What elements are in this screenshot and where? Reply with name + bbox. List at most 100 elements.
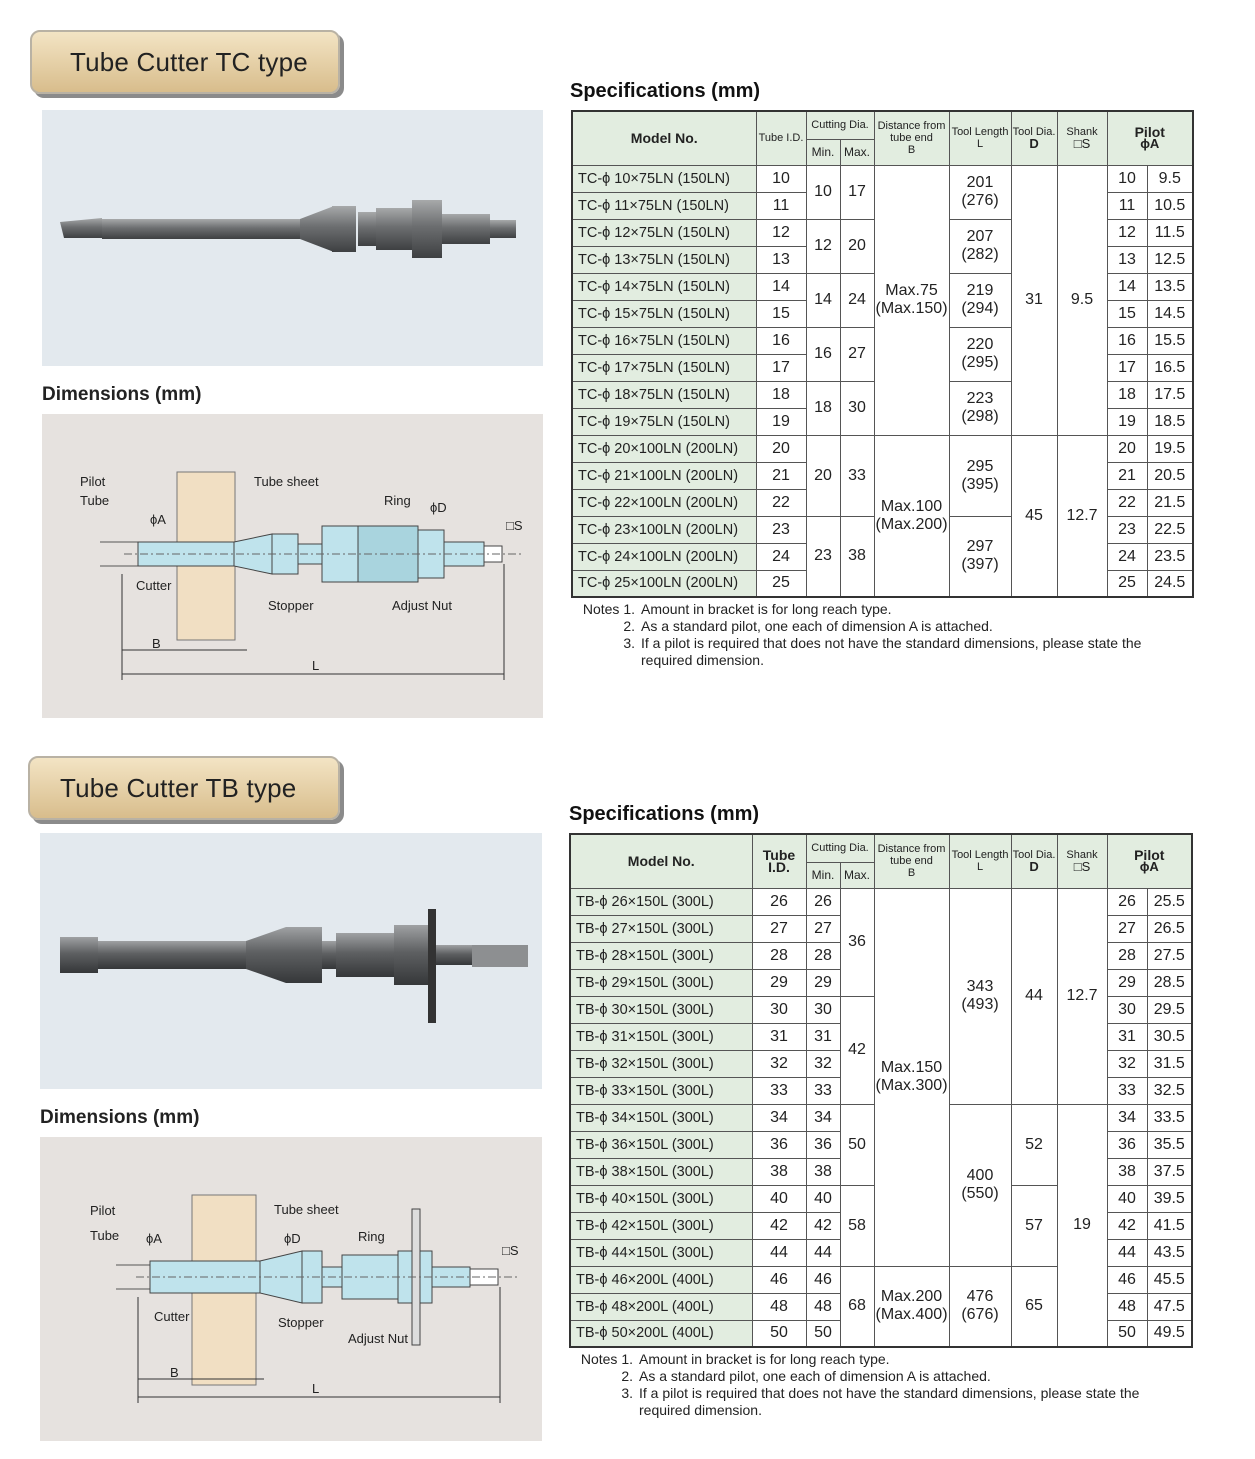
tb-header-min: Min. bbox=[805, 861, 841, 889]
cutting-min-cell: 44 bbox=[805, 1238, 841, 1267]
tube-id-cell: 29 bbox=[751, 968, 807, 997]
pilot-dia-cell: 20.5 bbox=[1146, 461, 1194, 490]
tc-notes: Notes 1.Amount in bracket is for long re… bbox=[571, 601, 1211, 669]
tube-id-cell: 12 bbox=[755, 218, 807, 247]
tube-id-cell: 48 bbox=[751, 1292, 807, 1321]
cutting-min-cell: 26 bbox=[805, 887, 841, 916]
tool-length-cell: 297(397) bbox=[948, 515, 1012, 598]
pilot-size-cell: 13 bbox=[1106, 245, 1148, 274]
cutting-min-cell: 38 bbox=[805, 1157, 841, 1186]
pilot-size-cell: 42 bbox=[1106, 1211, 1148, 1240]
tube-id-cell: 17 bbox=[755, 353, 807, 382]
tool-length-value: 223 bbox=[966, 390, 994, 407]
tube-id-cell: 42 bbox=[751, 1211, 807, 1240]
distance-cell: Max.75(Max.150) bbox=[873, 164, 950, 436]
tb-header-pilot-sym: ϕA bbox=[1139, 859, 1159, 875]
tool-length-cell: 295(395) bbox=[948, 434, 1012, 517]
note-row: 3.If a pilot is required that does not h… bbox=[571, 635, 1211, 652]
pilot-dia-cell: 41.5 bbox=[1146, 1211, 1193, 1240]
tb-header-max: Max. bbox=[839, 861, 875, 889]
pilot-dia-cell: 31.5 bbox=[1146, 1049, 1193, 1078]
model-cell: TB-ϕ 38×150L (300L) bbox=[569, 1157, 753, 1186]
tb-title-badge: Tube Cutter TB type bbox=[28, 756, 340, 820]
tb-label-l: L bbox=[312, 1381, 320, 1396]
pilot-size-cell: 28 bbox=[1106, 941, 1148, 970]
pilot-size-cell: 38 bbox=[1106, 1157, 1148, 1186]
pilot-dia-cell: 33.5 bbox=[1146, 1103, 1193, 1132]
cutting-max-cell: 30 bbox=[839, 380, 875, 436]
note-row: Notes 1.Amount in bracket is for long re… bbox=[571, 601, 1211, 618]
tb-header-tube-id: Tube I.D. bbox=[751, 833, 807, 889]
pilot-size-cell: 10 bbox=[1106, 164, 1148, 193]
tool-length-cell: 201(276) bbox=[948, 164, 1012, 220]
tc-label-b: B bbox=[152, 636, 161, 651]
pilot-size-cell: 29 bbox=[1106, 968, 1148, 997]
tool-length-long-reach: (395) bbox=[961, 475, 999, 493]
tb-dimensions-heading: Dimensions (mm) bbox=[40, 1107, 200, 1128]
tool-length-cell: 223(298) bbox=[948, 380, 1012, 436]
tool-length-value: 476 bbox=[966, 1288, 994, 1306]
tc-header-distance-2: tube end bbox=[890, 132, 933, 145]
cutting-min-cell: 29 bbox=[805, 968, 841, 997]
model-cell: TB-ϕ 40×150L (300L) bbox=[569, 1184, 753, 1213]
tc-label-l: L bbox=[312, 658, 320, 673]
tool-length-long-reach: (276) bbox=[961, 192, 999, 209]
tc-header-distance: Distance from tube end B bbox=[873, 110, 950, 166]
tube-id-cell: 44 bbox=[751, 1238, 807, 1267]
model-cell: TB-ϕ 48×200L (400L) bbox=[569, 1292, 753, 1321]
note-text: If a pilot is required that does not hav… bbox=[639, 1385, 1140, 1401]
model-cell: TB-ϕ 33×150L (300L) bbox=[569, 1076, 753, 1105]
tube-id-cell: 14 bbox=[755, 272, 807, 301]
note-row: 2.As a standard pilot, one each of dimen… bbox=[571, 618, 1211, 635]
note-row: required dimension. bbox=[569, 1402, 1209, 1419]
tool-length-value: 295 bbox=[966, 457, 994, 475]
note-number: 3. bbox=[623, 635, 635, 651]
note-row: 2.As a standard pilot, one each of dimen… bbox=[569, 1368, 1209, 1385]
tb-label-b: B bbox=[170, 1365, 179, 1380]
tool-length-cell: 219(294) bbox=[948, 272, 1012, 328]
cutting-min-cell: 18 bbox=[805, 380, 841, 436]
cutting-max-cell: 38 bbox=[839, 515, 875, 598]
pilot-dia-cell: 32.5 bbox=[1146, 1076, 1193, 1105]
tc-header-tube-id: Tube I.D. bbox=[755, 110, 807, 166]
distance-cell: Max.150(Max.300) bbox=[873, 887, 950, 1267]
model-cell: TB-ϕ 50×200L (400L) bbox=[569, 1319, 753, 1348]
cutting-min-cell: 46 bbox=[805, 1265, 841, 1294]
pilot-size-cell: 19 bbox=[1106, 407, 1148, 436]
pilot-size-cell: 27 bbox=[1106, 914, 1148, 943]
tb-header-shank-label: Shank bbox=[1066, 849, 1098, 862]
pilot-dia-cell: 12.5 bbox=[1146, 245, 1194, 274]
cutting-min-cell: 36 bbox=[805, 1130, 841, 1159]
note-text: Amount in bracket is for long reach type… bbox=[641, 601, 892, 617]
tb-dimension-diagram: Pilot Tube Tube sheet Ring ϕA ϕD □S Cutt… bbox=[40, 1137, 542, 1441]
tc-header-tool-dia: Tool Dia. D bbox=[1010, 110, 1058, 166]
pilot-size-cell: 40 bbox=[1106, 1184, 1148, 1213]
model-cell: TB-ϕ 46×200L (400L) bbox=[569, 1265, 753, 1294]
tb-label-stopper: Stopper bbox=[278, 1315, 324, 1330]
cutting-max-cell: 33 bbox=[839, 434, 875, 517]
tb-diagram-drawing bbox=[116, 1194, 520, 1403]
pilot-size-cell: 16 bbox=[1106, 326, 1148, 355]
cutting-min-cell: 42 bbox=[805, 1211, 841, 1240]
pilot-dia-cell: 15.5 bbox=[1146, 326, 1194, 355]
note-text: As a standard pilot, one each of dimensi… bbox=[639, 1368, 991, 1384]
tool-length-cell: 476(676) bbox=[948, 1265, 1012, 1348]
pilot-dia-cell: 43.5 bbox=[1146, 1238, 1193, 1267]
pilot-size-cell: 15 bbox=[1106, 299, 1148, 328]
cutting-max-cell: 17 bbox=[839, 164, 875, 220]
model-cell: TC-ϕ 18×75LN (150LN) bbox=[571, 380, 757, 409]
tc-header-pilot: Pilot ϕA bbox=[1106, 110, 1194, 166]
pilot-size-cell: 46 bbox=[1106, 1265, 1148, 1294]
pilot-dia-cell: 37.5 bbox=[1146, 1157, 1193, 1186]
distance-cell: Max.200(Max.400) bbox=[873, 1265, 950, 1348]
